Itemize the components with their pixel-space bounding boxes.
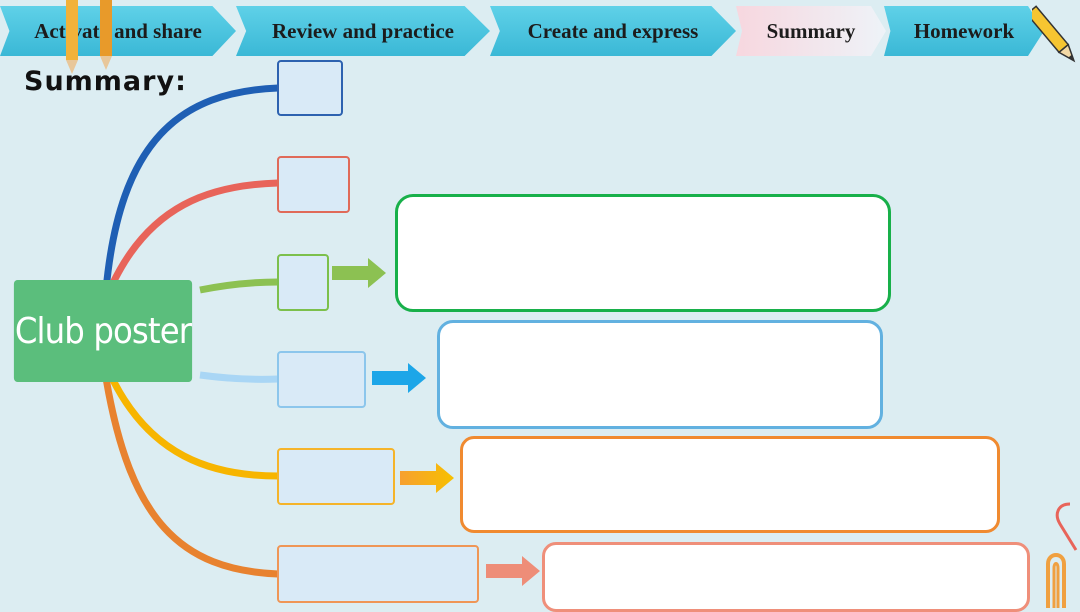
tab-review-and-practice[interactable]: Review and practice [236, 6, 490, 56]
branch-line-6 [102, 377, 279, 578]
arrow-right-icon [486, 556, 540, 586]
blank-box-6[interactable] [277, 545, 479, 603]
blank-box-2[interactable] [277, 156, 350, 213]
blank-box-3[interactable] [277, 254, 329, 311]
detail-panel-1[interactable] [395, 194, 891, 312]
arrow-right-icon [372, 363, 426, 393]
branch-line-4 [199, 371, 279, 383]
detail-panel-2[interactable] [437, 320, 883, 429]
detail-panel-3[interactable] [460, 436, 1000, 533]
paperclip-icon [1046, 502, 1078, 608]
tab-activate-and-share[interactable]: Activate and share [0, 6, 236, 56]
summary-title: Summary: [24, 66, 187, 97]
detail-panel-4[interactable] [542, 542, 1030, 612]
branch-line-2 [108, 179, 279, 287]
mindmap-center-node: Club poster [13, 280, 193, 382]
blank-box-4[interactable] [277, 351, 366, 408]
tab-create-and-express[interactable]: Create and express [490, 6, 736, 56]
arrow-right-icon [400, 463, 454, 493]
arrow-right-icon [332, 258, 386, 288]
blank-box-5[interactable] [277, 448, 395, 505]
pencils-decoration-icon [66, 0, 112, 74]
blank-box-1[interactable] [277, 60, 343, 116]
tab-homework[interactable]: Homework [884, 6, 1044, 56]
branch-line-1 [102, 84, 279, 291]
tab-summary[interactable]: Summary [736, 6, 886, 56]
branch-line-3 [199, 278, 279, 294]
branch-line-5 [108, 376, 279, 480]
pencil-icon [1032, 5, 1076, 63]
